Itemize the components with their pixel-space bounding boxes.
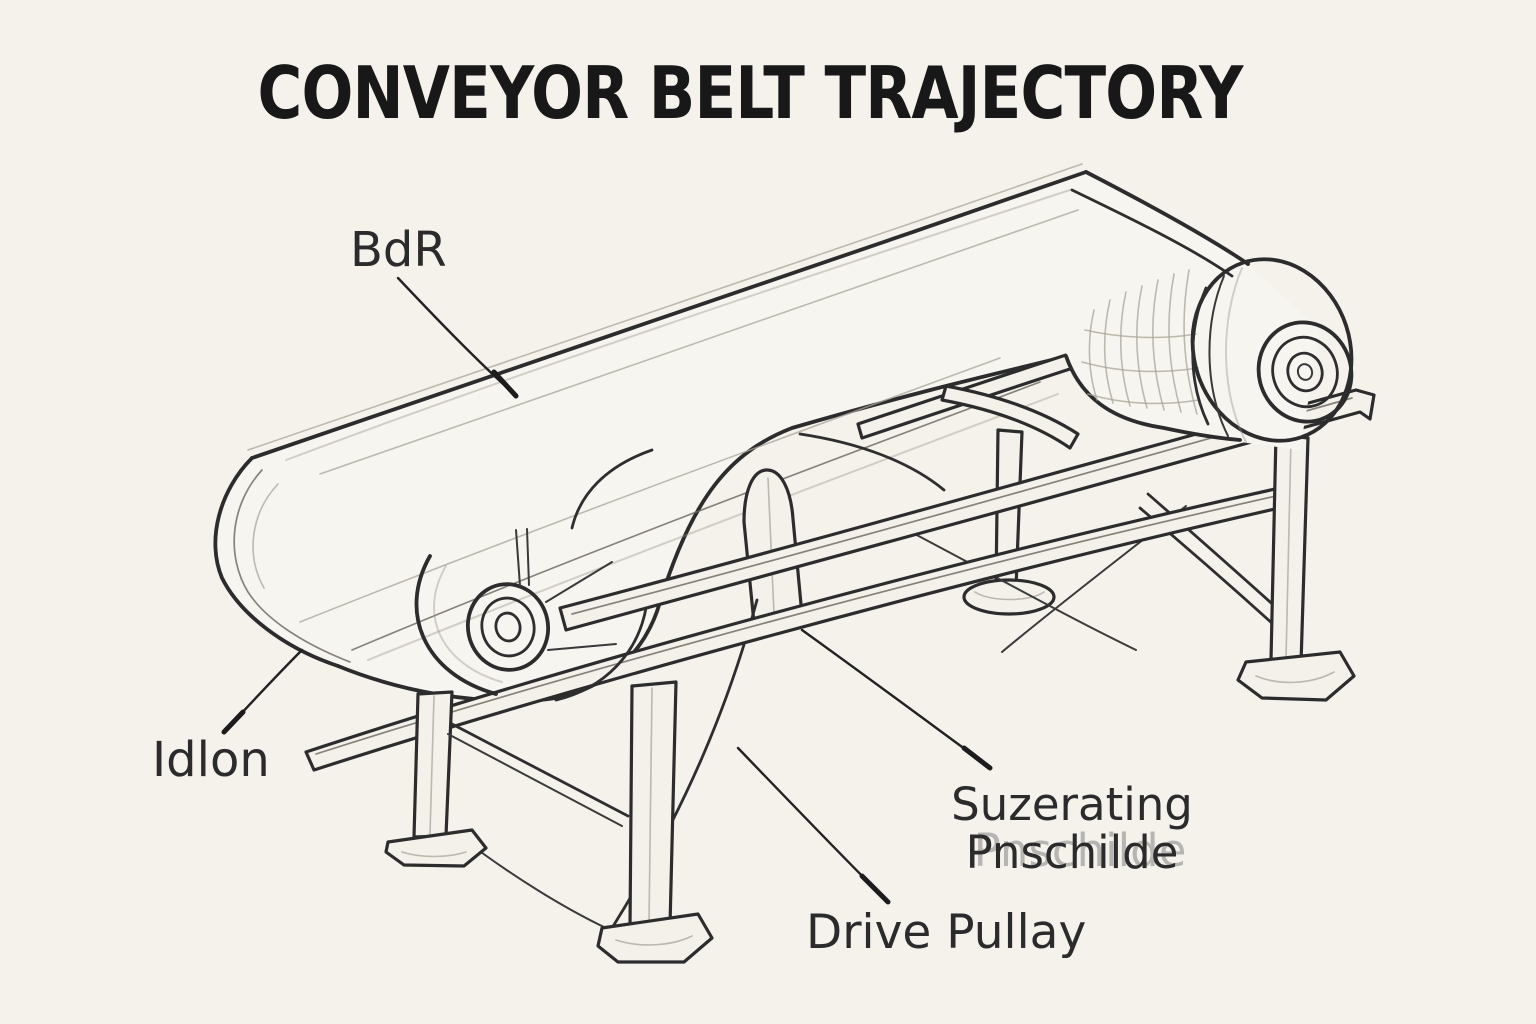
middle-leg (628, 680, 678, 931)
belt-top-edge-ghost (247, 163, 1083, 451)
belt-wrap-arc (414, 554, 498, 696)
left-gusset-bracket (570, 448, 654, 530)
belt-front-contour (299, 357, 1001, 623)
drum-body (1066, 172, 1320, 450)
supporting-label-line2: Pnschilde (966, 826, 1179, 879)
front-left-foot-pad (384, 828, 488, 868)
center-post-inner-line (767, 477, 775, 615)
belt-top-edge (250, 170, 1088, 460)
drum-rim-arc (1225, 267, 1247, 443)
belt-leader-tip (491, 369, 519, 399)
hub-shaft (1296, 363, 1314, 381)
belt-label: BdR (350, 222, 447, 278)
idler-rings (465, 582, 551, 672)
idler-label: Idlon (152, 732, 270, 788)
belt (213, 163, 1248, 703)
drum-rim-arc (1191, 286, 1210, 426)
drive-pulley-label: Drive Pullay (806, 905, 1086, 960)
right-foot-rim (1255, 671, 1335, 684)
drum-arch-bracket (940, 384, 1080, 450)
right-leg (1269, 432, 1310, 666)
middle-foot-rim (615, 935, 693, 946)
drum-face (1190, 257, 1354, 443)
idler-pin (526, 528, 530, 586)
drum-rim-arc (1208, 275, 1229, 437)
belt-contour-line (285, 189, 1071, 461)
supporting-label-line2-ghost: Pnschilde (974, 824, 1187, 877)
middle-leg-inner (648, 687, 653, 926)
x-brace (891, 521, 1137, 651)
idler-leader-tip (221, 709, 246, 735)
rear-foot-rim (974, 591, 1045, 601)
belt-underside-edge (658, 354, 1070, 604)
leader-lines (221, 276, 993, 905)
idler-ring-inner (494, 611, 522, 643)
belt-contour-line (233, 469, 351, 663)
belt-surface (215, 172, 1248, 701)
diagram-title: CONVEYOR BELT TRAJECTORY (258, 51, 1245, 135)
left-leg-brace (450, 722, 630, 818)
hub-ring-inner (1286, 351, 1324, 393)
drive-pulley (1064, 170, 1354, 450)
drum-hatching (1081, 269, 1200, 415)
idler-ring-middle (480, 596, 536, 658)
supporting-leader-tip (961, 745, 993, 771)
hub-ring-outer (1256, 320, 1354, 424)
rear-leg-foot-pad (962, 578, 1056, 616)
idler-pin (515, 529, 521, 587)
drum-top-edge (1084, 170, 1250, 266)
front-left-foot-rim (401, 851, 467, 858)
supporting-label-line1: Suzerating (951, 778, 1193, 831)
belt-contour-line (252, 483, 279, 589)
idler-spoke (545, 561, 613, 603)
front-left-leg-inner (429, 695, 435, 835)
drive-pulley-leader-tip (859, 873, 891, 905)
belt-wrap-arc-right (554, 606, 648, 702)
idler-spoke (547, 643, 617, 651)
belt-front-contour (351, 381, 1041, 651)
drum-bottom-edge (1064, 354, 1242, 442)
center-post (742, 468, 804, 625)
belt-edge-on-drum (1070, 188, 1234, 278)
drive-pulley-hub (1256, 320, 1354, 424)
idler-ring-outer (465, 582, 551, 672)
right-gusset-bracket (798, 432, 946, 492)
idler-pulley (414, 528, 648, 702)
right-foot-pad (1236, 650, 1356, 702)
belt-wrap-arc-inner (433, 565, 503, 683)
hub-ring-middle (1271, 335, 1339, 409)
right-leg-inner (1285, 437, 1292, 661)
middle-foot-pad (596, 912, 714, 964)
belt-nose-cap (213, 456, 340, 668)
belt-front-contour (367, 393, 1059, 661)
left-leg-brace (447, 733, 623, 827)
supporting-leader-line (800, 628, 990, 768)
